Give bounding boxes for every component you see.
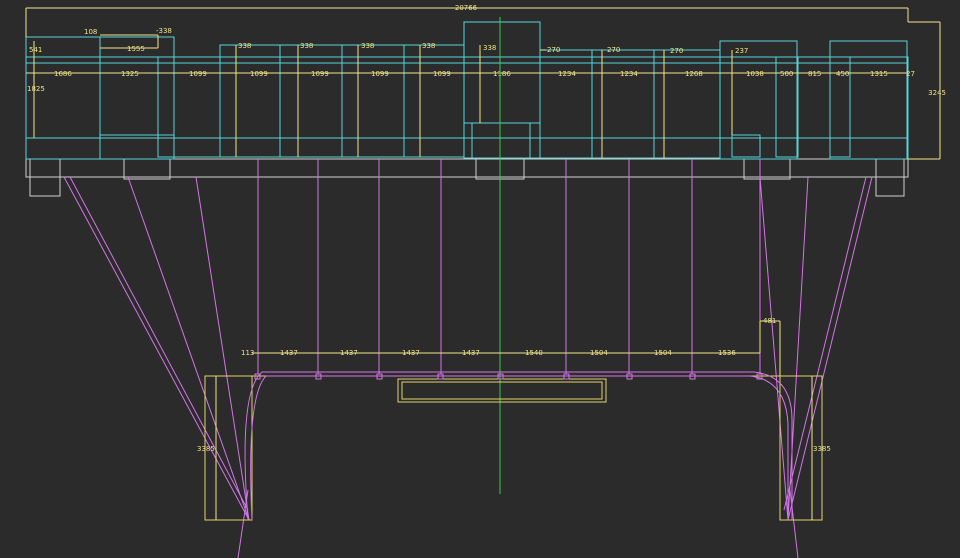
cabinet bbox=[539, 49, 593, 159]
segment-text: 450 bbox=[836, 70, 849, 78]
segment-text: 1099 bbox=[311, 70, 329, 78]
track-outer bbox=[244, 371, 793, 521]
segment-text: 1315 bbox=[870, 70, 888, 78]
side-left-text: 3385 bbox=[197, 445, 215, 453]
segment-text: 1099 bbox=[371, 70, 389, 78]
stage-platform-inner bbox=[401, 381, 603, 400]
offset-text: 270 bbox=[547, 46, 560, 54]
offset-right-text: 481 bbox=[763, 317, 776, 325]
top-dimensions bbox=[25, 7, 941, 160]
height-left-text: 1825 bbox=[27, 85, 45, 93]
segment-text: 1038 bbox=[746, 70, 764, 78]
cabinet bbox=[219, 44, 281, 158]
support-foot bbox=[123, 158, 171, 180]
bay-strip bbox=[25, 158, 909, 178]
cabinet-inner bbox=[731, 134, 761, 158]
overall-width-text: 20766 bbox=[455, 4, 478, 12]
offset-text: 338 bbox=[300, 42, 313, 50]
stage-plan bbox=[204, 320, 823, 521]
offset-text: 1555 bbox=[127, 45, 145, 53]
track-nodes bbox=[254, 373, 763, 380]
offset-text: 237 bbox=[735, 47, 748, 55]
track-inner bbox=[250, 375, 789, 521]
segment-text: 1186 bbox=[493, 70, 511, 78]
segment-text: 1686 bbox=[54, 70, 72, 78]
offset-text: 338 bbox=[422, 42, 435, 50]
span-text: 1504 bbox=[654, 349, 672, 357]
cabinet bbox=[279, 44, 343, 158]
segment-text: 1234 bbox=[620, 70, 638, 78]
span-text: 1540 bbox=[525, 349, 543, 357]
side-right-text: 3385 bbox=[813, 445, 831, 453]
offset-text: 338 bbox=[238, 42, 251, 50]
bottom-dimension-texts: 113 1437 1437 1437 1437 1540 1504 1504 1… bbox=[197, 317, 831, 453]
segment-text: 27 bbox=[906, 70, 915, 78]
segment-text: 1099 bbox=[433, 70, 451, 78]
cabinet-narrow bbox=[775, 56, 799, 158]
span-text: 1437 bbox=[340, 349, 358, 357]
track-node bbox=[315, 373, 322, 380]
offset-text: 338 bbox=[483, 44, 496, 52]
track-node bbox=[756, 373, 763, 380]
top-frame bbox=[25, 21, 909, 197]
track-node bbox=[626, 373, 633, 380]
stage-wing-right bbox=[779, 375, 823, 521]
track-node bbox=[254, 373, 261, 380]
span-text: 1536 bbox=[718, 349, 736, 357]
cabinet bbox=[403, 44, 465, 158]
cabinet bbox=[341, 44, 405, 158]
track-node bbox=[497, 373, 504, 380]
span-text: 113 bbox=[241, 349, 254, 357]
offset-text: 270 bbox=[670, 47, 683, 55]
segment-text: 1325 bbox=[121, 70, 139, 78]
cabinet-center-inner bbox=[471, 122, 531, 159]
segment-text: 1234 bbox=[558, 70, 576, 78]
track-node bbox=[376, 373, 383, 380]
segment-text: 1268 bbox=[685, 70, 703, 78]
cabinet bbox=[719, 40, 798, 160]
cabinet bbox=[591, 49, 655, 159]
offset-text: 338 bbox=[361, 42, 374, 50]
offset-text: 270 bbox=[607, 46, 620, 54]
span-text: 1437 bbox=[280, 349, 298, 357]
track-node bbox=[689, 373, 696, 380]
span-text: 1437 bbox=[402, 349, 420, 357]
overall-height-text: 3245 bbox=[928, 89, 946, 97]
span-text: 1504 bbox=[590, 349, 608, 357]
cabinet bbox=[25, 36, 101, 160]
segment-text: 815 bbox=[808, 70, 821, 78]
segment-text: 500 bbox=[780, 70, 793, 78]
curved-track bbox=[244, 371, 793, 521]
top-dimension-texts: 20766 3245 1825 541 108 1555 -338 338 33… bbox=[27, 4, 946, 97]
offset-text: 108 bbox=[84, 28, 97, 36]
support-foot bbox=[743, 158, 791, 180]
stage-wing-left bbox=[204, 375, 253, 521]
span-text: 1437 bbox=[462, 349, 480, 357]
cabinet-narrow bbox=[829, 56, 851, 158]
offset-text: 541 bbox=[29, 46, 42, 54]
track-node bbox=[563, 373, 570, 380]
segment-text: 1099 bbox=[250, 70, 268, 78]
cabinet bbox=[99, 36, 175, 160]
cabinet bbox=[829, 40, 908, 160]
segment-text: 1099 bbox=[189, 70, 207, 78]
track-node bbox=[437, 373, 444, 380]
projection-rays bbox=[63, 159, 873, 558]
offset-text: -338 bbox=[156, 27, 172, 35]
